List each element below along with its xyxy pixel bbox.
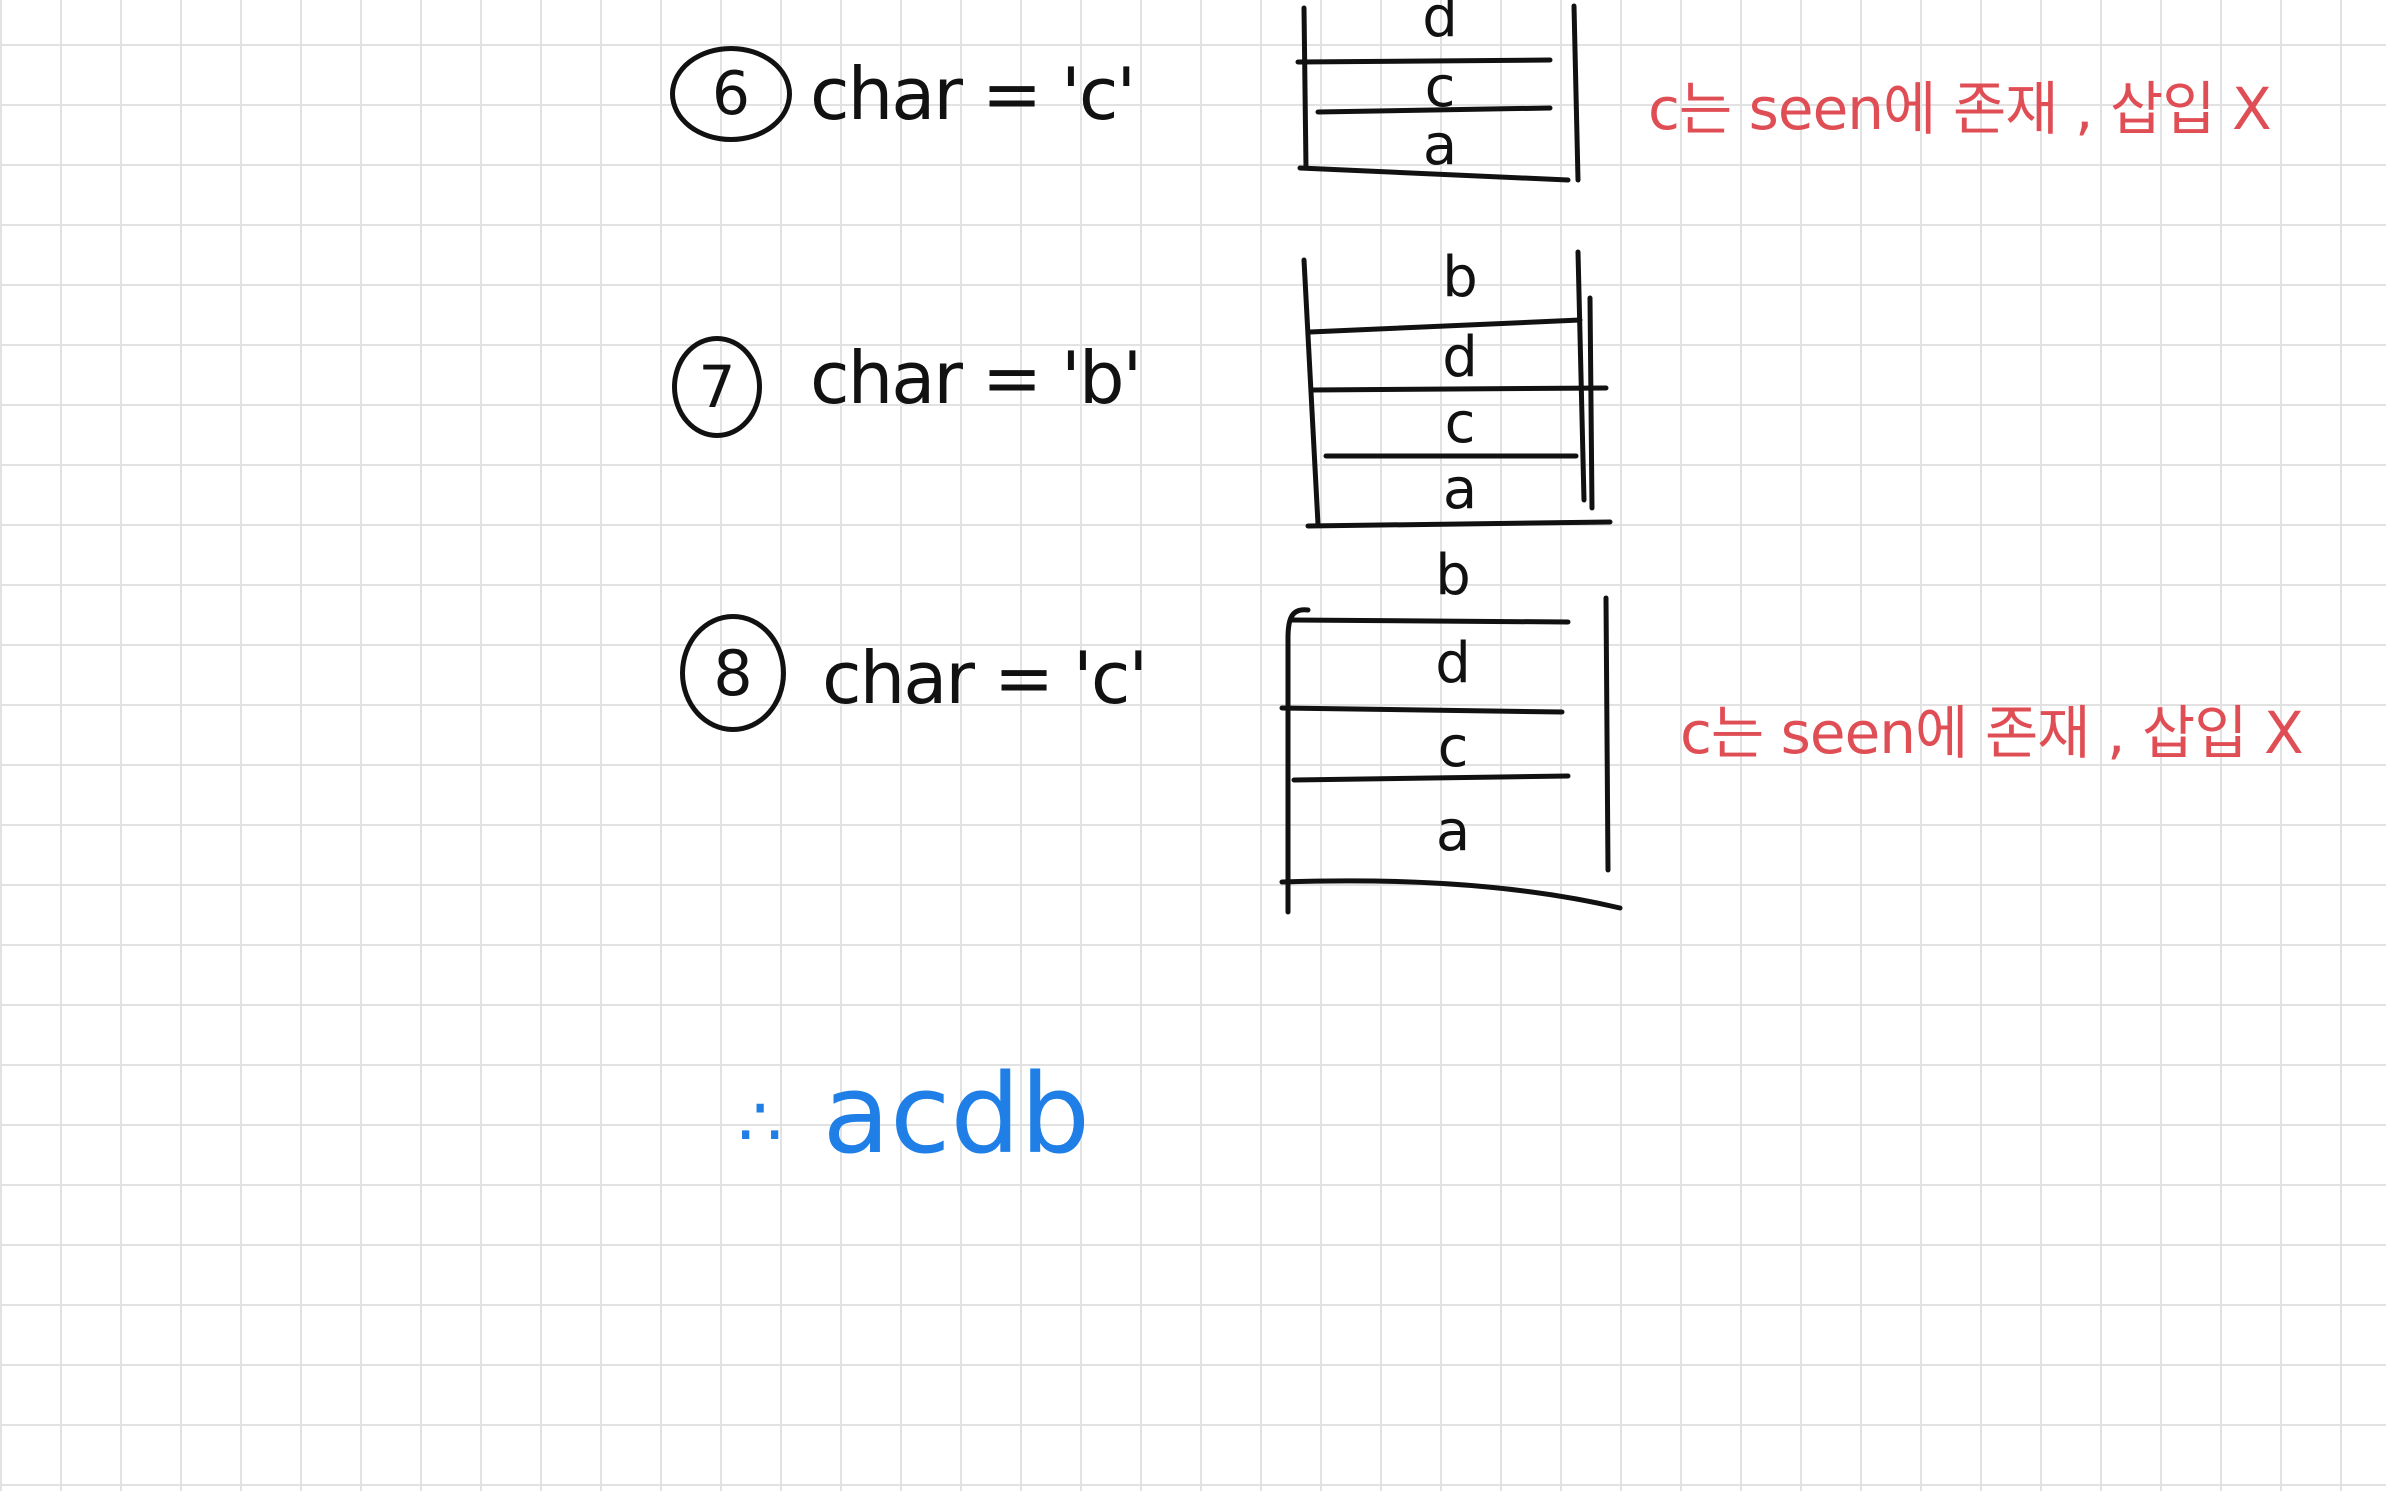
stack-cell: a <box>1435 799 1471 864</box>
stack-frame <box>1301 249 1613 529</box>
stack-cell: a <box>1422 113 1458 178</box>
stack-cell: d <box>1422 0 1458 50</box>
stack-cell: c <box>1424 55 1456 120</box>
step-number-circle: 7 <box>672 336 762 438</box>
step-number: 8 <box>713 636 753 710</box>
stack-cell: d <box>1435 631 1471 696</box>
stack-diagram: d c a <box>1295 0 1581 185</box>
stack-cell: a <box>1442 457 1478 522</box>
annotation-note: c는 seen에 존재 , 삽입 X <box>1648 75 2272 143</box>
stack-diagram: b d c a <box>1300 245 1620 530</box>
stack-cell: d <box>1442 325 1478 390</box>
stack-cell: c <box>1437 715 1469 780</box>
stack-cell: b <box>1435 543 1471 608</box>
stack-cell: b <box>1442 245 1478 310</box>
stack-diagram: b d c a <box>1278 548 1628 918</box>
char-expression: char = 'b' <box>810 336 1142 420</box>
result-value: acdb <box>822 1050 1091 1178</box>
step-number-circle: 6 <box>670 46 792 142</box>
step-number-circle: 8 <box>680 614 786 732</box>
therefore-symbol: ∴ <box>738 1080 783 1163</box>
stack-cell: c <box>1444 391 1476 456</box>
stack-frame <box>1295 3 1581 183</box>
step-number: 7 <box>698 353 736 421</box>
char-expression: char = 'c' <box>822 636 1148 720</box>
char-expression: char = 'c' <box>810 52 1136 136</box>
step-number: 6 <box>711 59 751 129</box>
stack-frame <box>1279 595 1623 915</box>
final-result: ∴ acdb <box>738 1050 1090 1178</box>
annotation-note: c는 seen에 존재 , 삽입 X <box>1680 699 2304 767</box>
